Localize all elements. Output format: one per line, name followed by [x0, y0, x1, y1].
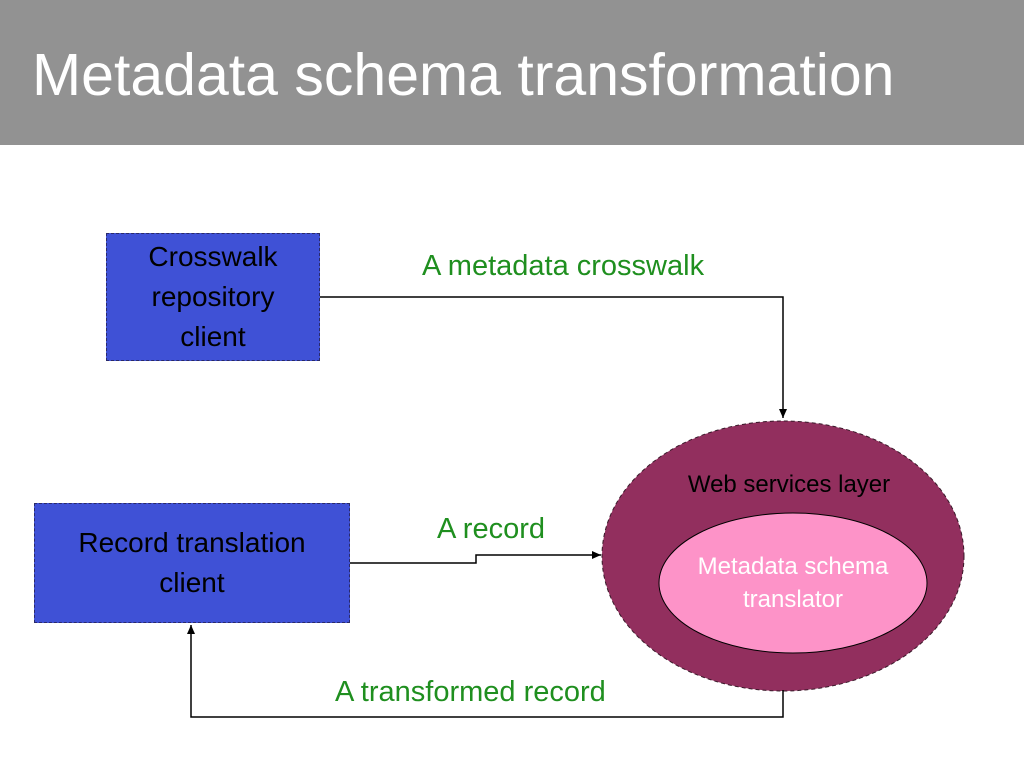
schema-translator-label: Metadata schema translator [697, 553, 889, 613]
crosswalk-connector [320, 296, 787, 418]
title-bar: Metadata schema transformation [0, 0, 1024, 145]
transformed-connector [187, 625, 784, 718]
transformed-record-label: A transformed record [335, 676, 606, 708]
record-connector [350, 551, 601, 564]
schema-translator-ellipse [658, 512, 928, 654]
web-services-layer-label: Web services layer [687, 471, 891, 498]
metadata-crosswalk-label: A metadata crosswalk [422, 250, 705, 282]
record-translation-client-box: Record translation client [34, 503, 350, 623]
record-label: A record [437, 513, 545, 545]
slide-title: Metadata schema transformation [32, 42, 895, 108]
crosswalk-repository-client-box: Crosswalk repository client [106, 233, 320, 361]
